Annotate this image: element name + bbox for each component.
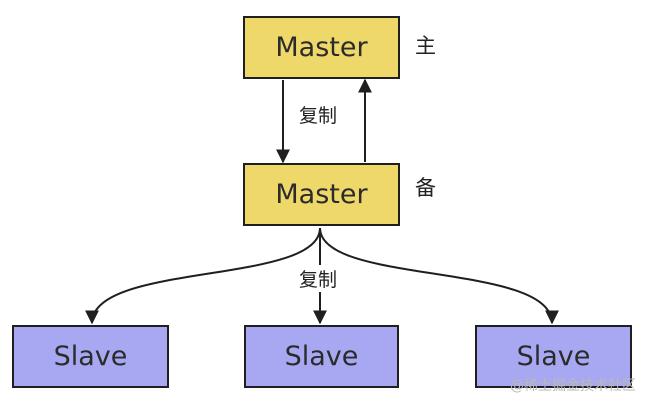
standby-tag: 备 (415, 176, 436, 200)
primary-tag: 主 (415, 34, 436, 58)
master-primary-node: Master (243, 16, 400, 79)
master-primary-label: Master (275, 32, 368, 63)
master-standby-node: Master (243, 163, 400, 226)
replication-label-top: 复制 (298, 101, 339, 128)
slave-node-left: Slave (12, 325, 169, 388)
watermark: @稀土掘金技术社区 (510, 378, 636, 394)
replication-curve-left (85, 227, 321, 325)
slave-middle-label: Slave (284, 341, 359, 372)
slave-right-label: Slave (516, 341, 591, 372)
slave-node-middle: Slave (244, 325, 399, 388)
master-standby-label: Master (275, 179, 368, 210)
slave-left-label: Slave (53, 341, 128, 372)
replication-curve-right (319, 227, 559, 325)
replication-label-bottom: 复制 (298, 265, 339, 292)
slave-node-right: Slave (475, 325, 632, 388)
